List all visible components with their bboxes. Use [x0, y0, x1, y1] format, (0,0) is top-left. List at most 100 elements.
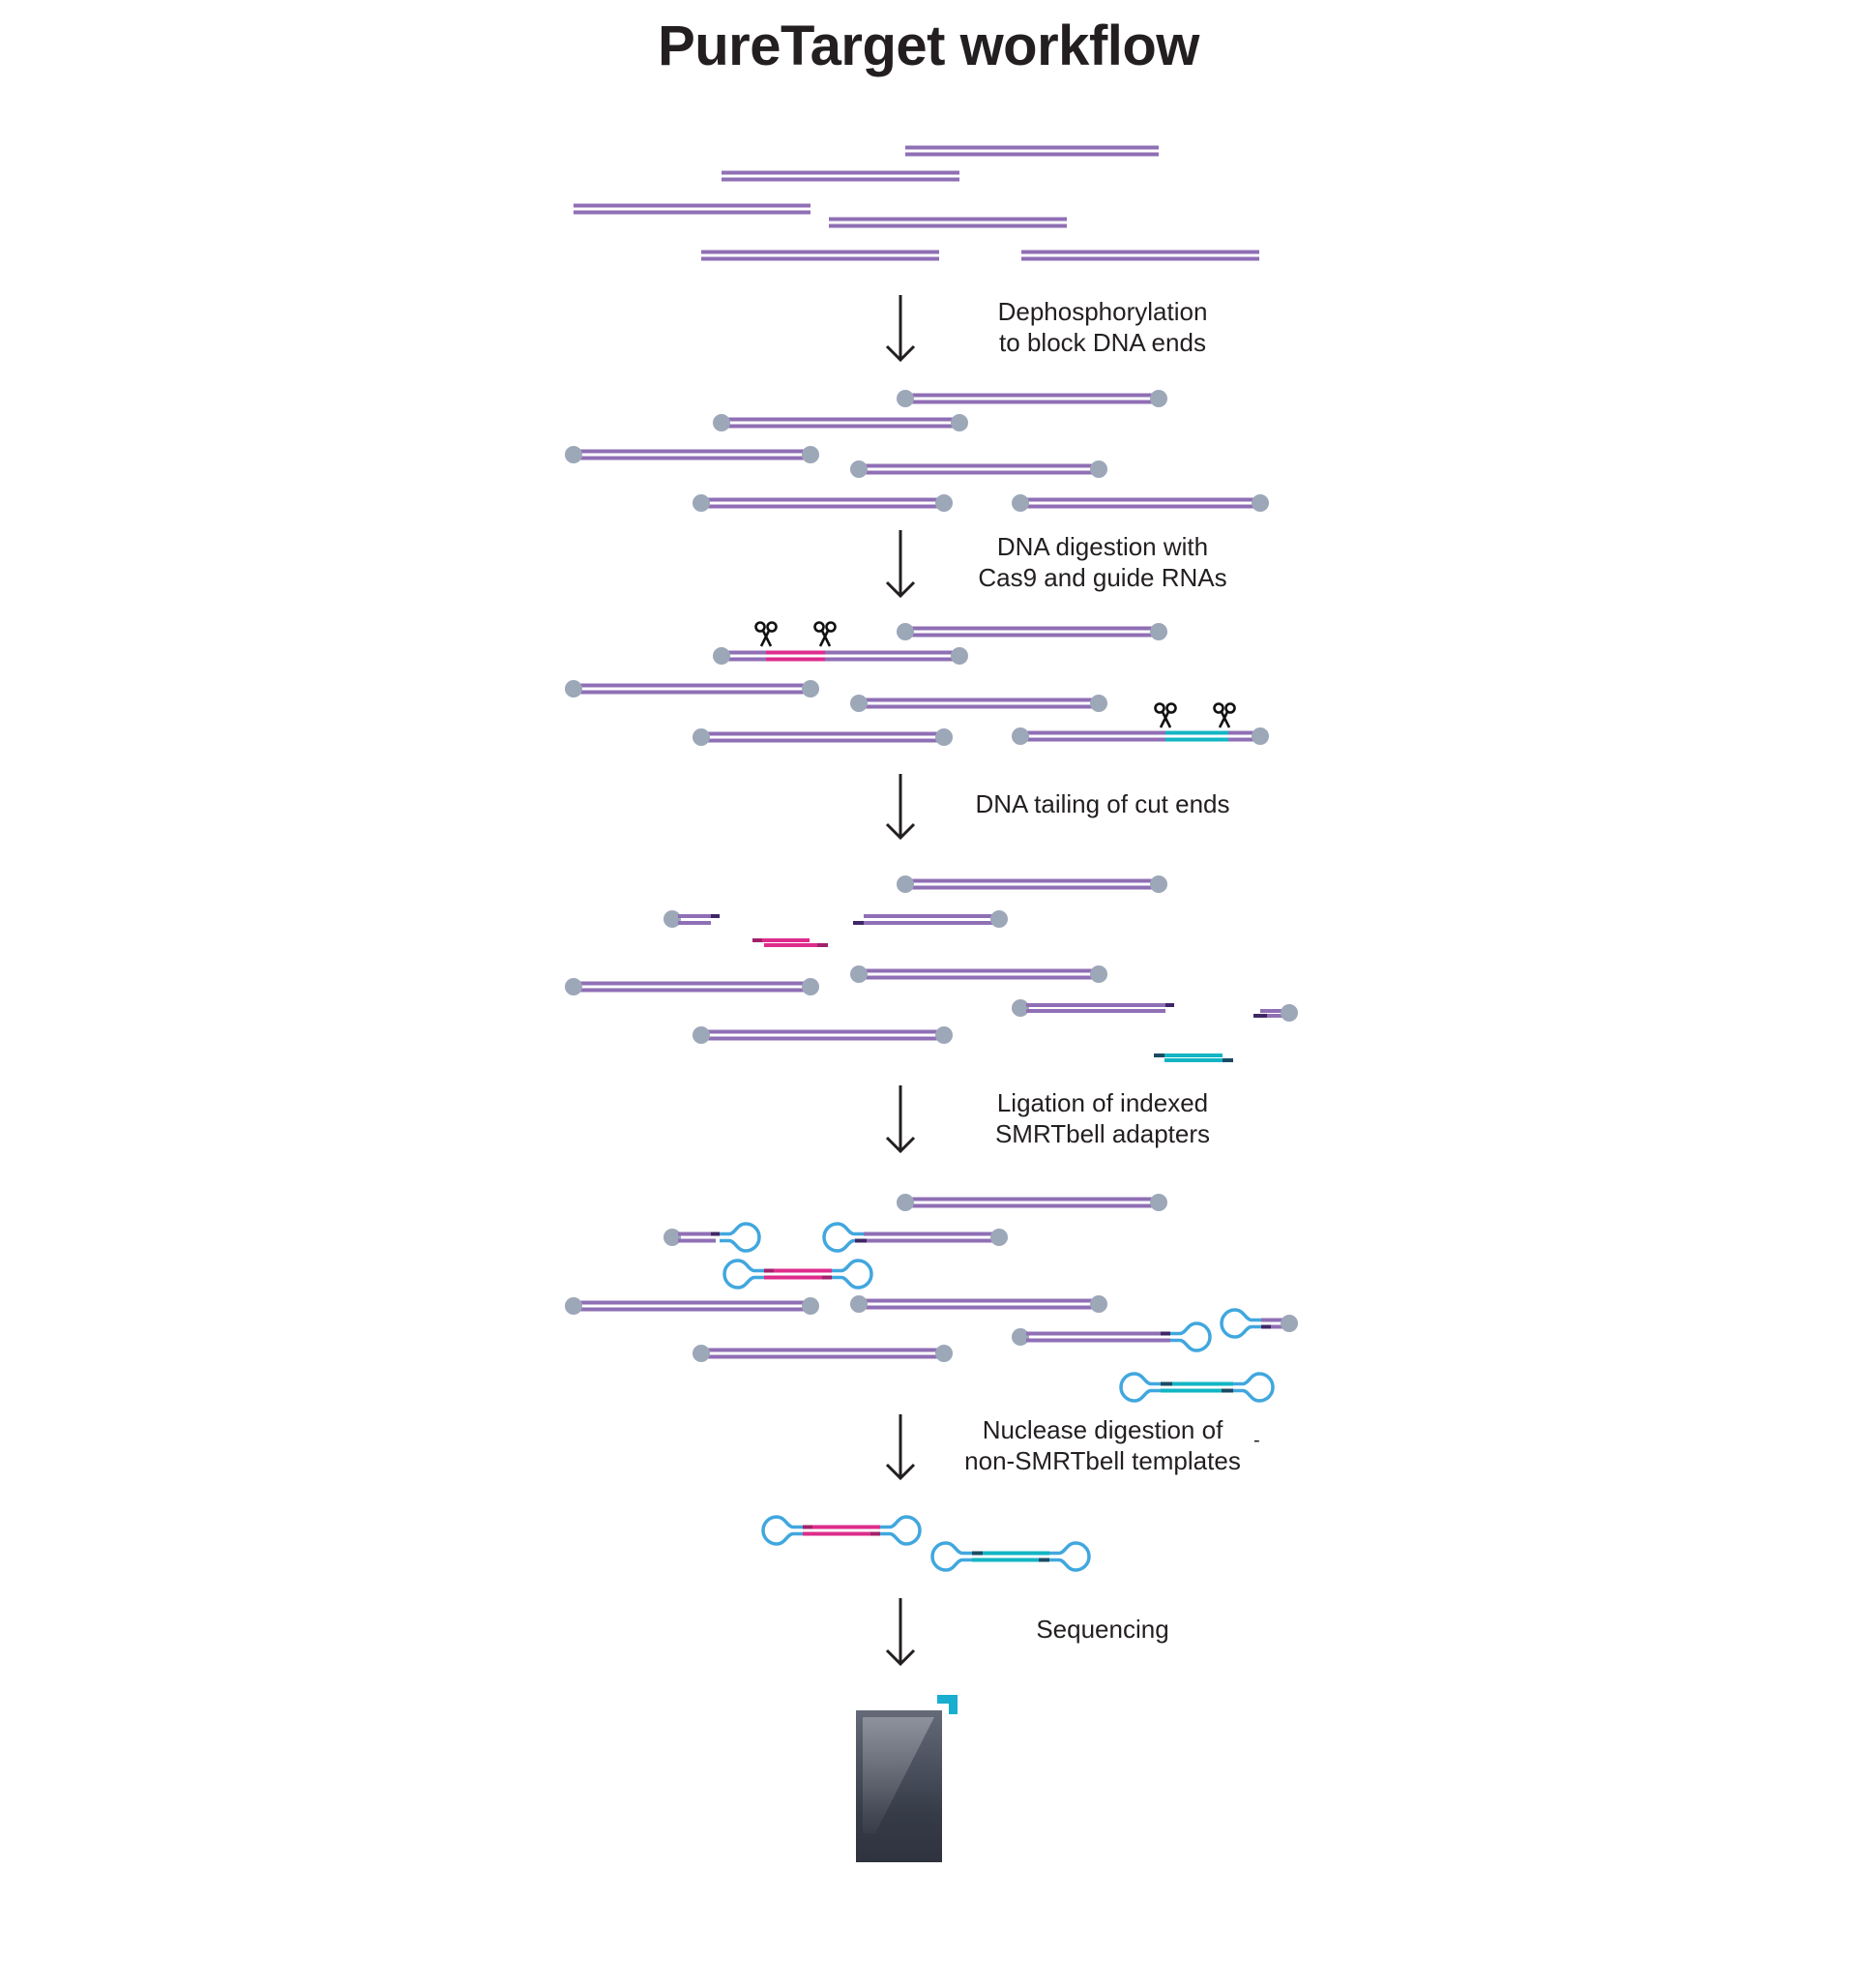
arrow-down-icon	[885, 1085, 916, 1154]
blocked-end	[1090, 460, 1107, 478]
blocked-end	[1281, 1315, 1298, 1332]
blocked-end	[990, 910, 1008, 928]
step-label-line: Dephosphorylation	[997, 297, 1208, 326]
blocked-end	[802, 978, 819, 995]
blocked-dna-fragment	[1012, 494, 1269, 512]
blocked-dna-fragment	[565, 978, 819, 995]
blocked-dna-fragment	[693, 728, 953, 746]
blocked-dna-fragment	[565, 680, 819, 697]
smrtbell-adapter	[1220, 1308, 1261, 1339]
smrtbell-adapter	[832, 1259, 873, 1290]
scissors-icon	[1154, 702, 1177, 728]
blocked-end	[897, 875, 914, 893]
blocked-end	[1281, 1004, 1298, 1022]
released-target-b	[1154, 1053, 1233, 1062]
step-label-line: Sequencing	[1036, 1615, 1169, 1644]
blocked-dna-fragment	[693, 1026, 953, 1044]
blocked-end	[802, 1297, 819, 1315]
genomic-dna-fragment	[829, 217, 1067, 228]
arrow-head	[885, 344, 916, 363]
blocked-dna-fragment	[850, 695, 1107, 712]
step-label-line: non-SMRTbell templates	[964, 1446, 1241, 1475]
scissors-icon	[1213, 702, 1236, 728]
target-fragment-a	[713, 647, 968, 665]
sequencer-accent	[937, 1695, 958, 1714]
smrtbell-template-b	[930, 1541, 1091, 1572]
blocked-end	[990, 1229, 1008, 1246]
blocked-end	[951, 414, 968, 431]
blocked-end	[897, 1194, 914, 1211]
adapter-ligated-fragment	[1012, 1321, 1212, 1352]
blocked-end	[935, 494, 953, 512]
scissors-blade	[1220, 711, 1231, 728]
arrow-head	[885, 1648, 916, 1667]
blocked-end	[1012, 494, 1029, 512]
scissors-handle	[1154, 702, 1165, 714]
smrtbell-adapter	[1119, 1372, 1161, 1403]
blocked-dna-fragment	[850, 965, 1107, 983]
page-title: PureTarget workflow	[658, 15, 1199, 77]
blocked-dna-fragment	[897, 875, 1167, 893]
released-target-a	[752, 938, 828, 947]
step-label-dephosphorylation: Dephosphorylation to block DNA ends	[928, 296, 1277, 358]
scissors-blade	[759, 630, 771, 647]
scissors-handle	[813, 621, 825, 633]
blocked-end	[802, 680, 819, 697]
blocked-end	[951, 647, 968, 665]
blocked-dna-fragment	[850, 460, 1107, 478]
smrtbell-adapter	[880, 1515, 922, 1546]
sequencer-icon	[856, 1695, 958, 1862]
step-label-line: SMRTbell adapters	[994, 1119, 1211, 1148]
blocked-end	[1252, 727, 1269, 745]
genomic-dna-fragment	[722, 170, 959, 182]
blocked-end	[713, 414, 730, 431]
blocked-dna-fragment	[693, 1345, 953, 1362]
scissors-handle	[825, 621, 837, 633]
step-label-cas9-digestion: DNA digestion with Cas9 and guide RNAs	[928, 531, 1277, 593]
tailed-fragment	[1253, 1004, 1298, 1022]
blocked-end	[802, 446, 819, 463]
genomic-dna-fragment	[1021, 250, 1259, 261]
scissors-handle	[1213, 702, 1224, 714]
step-label-ligation: Ligation of indexed SMRTbell adapters	[928, 1087, 1277, 1149]
scissors-handle	[1165, 702, 1177, 714]
smrtbell-template-b	[1119, 1372, 1275, 1403]
genomic-dna-fragment	[574, 203, 811, 215]
adapter-ligated-fragment	[663, 1222, 761, 1253]
tailed-fragment	[663, 910, 720, 928]
blocked-end	[897, 390, 914, 407]
blocked-end	[1090, 1295, 1107, 1313]
tailed-fragment	[1012, 999, 1174, 1017]
arrow-head	[885, 1136, 916, 1154]
blocked-dna-fragment	[897, 623, 1167, 640]
blocked-end	[693, 1345, 710, 1362]
scissors-blade	[820, 630, 832, 647]
step-label-nuclease-digestion: Nuclease digestion of non-SMRTbell templ…	[928, 1414, 1277, 1476]
blocked-dna-fragment	[565, 446, 819, 463]
blocked-end	[935, 728, 953, 746]
blocked-end	[850, 965, 868, 983]
blocked-dna-fragment	[897, 390, 1167, 407]
blocked-end	[693, 494, 710, 512]
blocked-end	[1150, 390, 1167, 407]
step-label-line: Nuclease digestion of	[982, 1415, 1223, 1444]
step-label-line: to block DNA ends	[999, 328, 1206, 357]
arrow-head	[885, 822, 916, 841]
smrtbell-template-a	[761, 1515, 922, 1546]
arrows-layer	[885, 295, 916, 1667]
stray-mark: -	[1253, 1430, 1260, 1451]
genomic-dna-fragment	[701, 250, 939, 261]
scissors-blade	[1218, 711, 1229, 728]
blocked-end	[565, 680, 582, 697]
blocked-end	[565, 446, 582, 463]
blocked-end	[850, 695, 868, 712]
tailed-fragment	[853, 910, 1008, 928]
arrow-down-icon	[885, 295, 916, 363]
blocked-dna-fragment	[713, 414, 968, 431]
scissors-handle	[1224, 702, 1236, 714]
blocked-end	[1012, 999, 1029, 1017]
genomic-dna-fragment	[905, 145, 1159, 157]
target-fragment-b	[1012, 727, 1269, 745]
blocked-end	[713, 647, 730, 665]
